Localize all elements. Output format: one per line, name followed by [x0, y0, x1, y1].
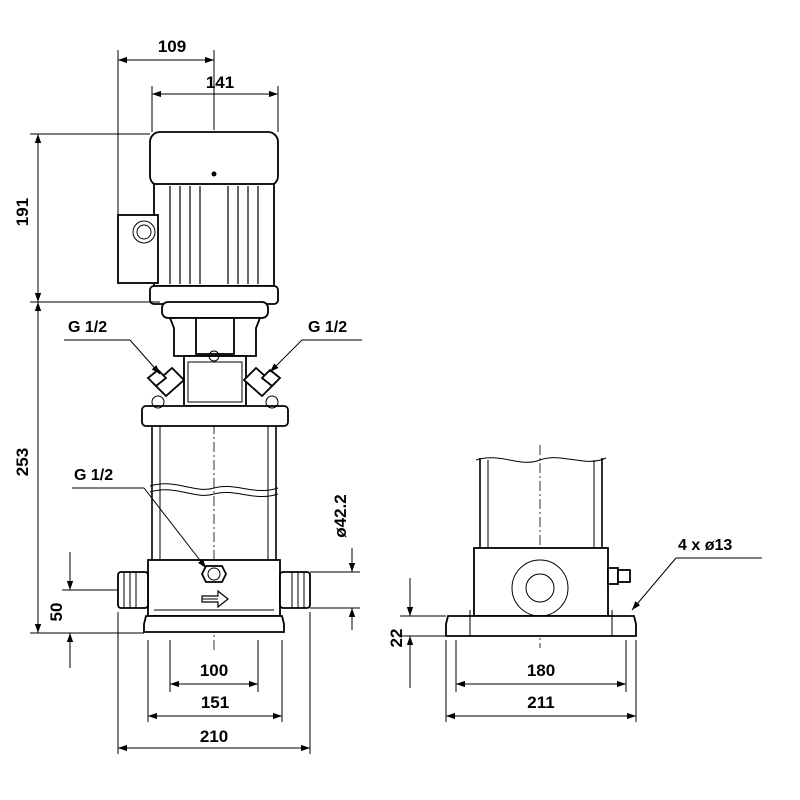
- dim-100: 100: [200, 661, 228, 680]
- dim-diameter: ø42.2: [331, 494, 350, 537]
- motor-housing: [153, 183, 275, 287]
- drain-plug: [200, 565, 228, 583]
- suction-port: [117, 571, 149, 609]
- side-port-inner: [525, 573, 555, 603]
- side-foot-base: [445, 615, 637, 637]
- pump-top-flange: [141, 405, 289, 427]
- dim-50: 50: [47, 603, 66, 622]
- motor-stool: [168, 317, 262, 407]
- label-port-drain: G 1/2: [74, 467, 113, 484]
- dim-22: 22: [387, 629, 406, 648]
- side-drain-plug: [607, 567, 631, 585]
- coupling-guard: [195, 317, 235, 355]
- discharge-port: [279, 571, 311, 609]
- label-port-left: G 1/2: [68, 319, 107, 336]
- pump-foot-base: [143, 615, 285, 633]
- vent-plug-right: [242, 366, 282, 398]
- dim-253: 253: [13, 448, 32, 476]
- terminal-box: [117, 214, 159, 284]
- motor-cap-dot: [211, 171, 217, 177]
- side-base-chamber: [473, 547, 609, 617]
- motor-cap: [149, 131, 279, 187]
- label-holes: 4 x ø13: [678, 537, 732, 554]
- dim-180: 180: [527, 661, 555, 680]
- dim-141: 141: [206, 73, 234, 92]
- dim-191: 191: [13, 198, 32, 226]
- cable-gland: [132, 220, 156, 244]
- dim-151: 151: [201, 693, 229, 712]
- dim-211: 211: [527, 693, 554, 712]
- motor: [117, 131, 279, 319]
- vent-plug-left: [146, 366, 186, 398]
- side-view: 22 180 211 4 x ø13: [387, 445, 762, 722]
- dim-210: 210: [200, 727, 228, 746]
- dim-109: 109: [158, 37, 186, 56]
- pump-head: [183, 355, 247, 407]
- label-port-right: G 1/2: [308, 319, 347, 336]
- front-view: 109 141 191 253 50 ø42.2 100 151: [13, 37, 362, 754]
- flow-direction-arrow: [201, 589, 229, 609]
- motor-base: [161, 301, 269, 319]
